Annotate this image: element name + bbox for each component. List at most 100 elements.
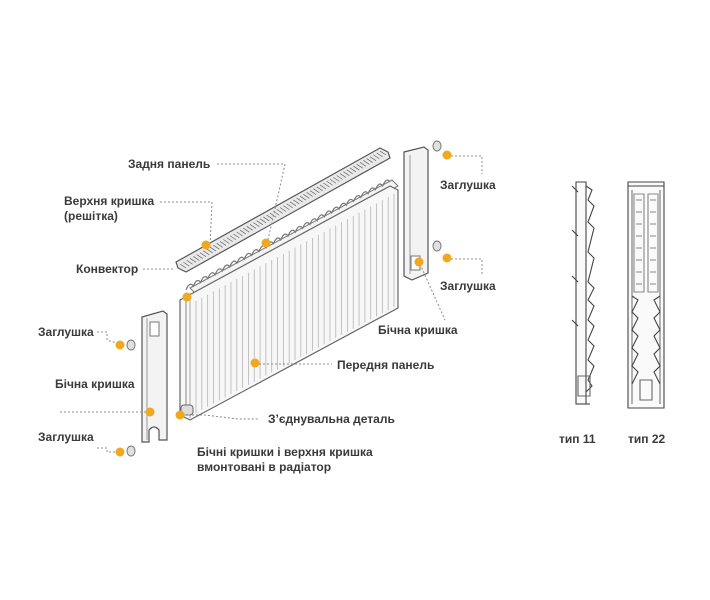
grille-slot: [256, 220, 263, 225]
grille-slot: [269, 212, 277, 218]
label-top-cover-line1: Верхня кришка: [64, 194, 155, 208]
convector-shape: [185, 179, 391, 291]
grille-slot: [226, 237, 233, 242]
grille-slot: [283, 205, 290, 210]
grille-slot: [299, 195, 307, 201]
marker-connector: [175, 410, 185, 420]
grille-slot: [366, 158, 373, 163]
grille-slot: [293, 199, 300, 205]
label-back-panel: Задня панель: [128, 157, 211, 171]
grille-slot: [289, 201, 297, 207]
grille-slot: [263, 216, 270, 222]
connector-shape: [180, 404, 194, 416]
marker-convector: [182, 292, 192, 302]
markers: [115, 150, 452, 457]
grille-slot: [323, 182, 330, 188]
grille-slot: [369, 156, 377, 161]
grille-slot: [236, 231, 243, 237]
label-type11: тип 11: [559, 432, 596, 446]
grille-slot: [349, 167, 357, 173]
label-plug-right-top: Заглушка: [440, 178, 496, 192]
side-cover-left-shape: [141, 310, 168, 443]
plug-right-top-shape: [432, 140, 442, 152]
marker-side-cover-left: [145, 407, 155, 417]
grille-slot: [333, 177, 340, 182]
grille-slot: [266, 214, 273, 220]
grille-slot: [179, 263, 187, 269]
marker-front-panel: [250, 358, 260, 368]
grille-slot: [319, 184, 327, 190]
grille-slot: [303, 194, 310, 199]
plug-left-bottom-shape: [126, 445, 136, 457]
front-panel-fins: [195, 194, 395, 413]
top-grille-shape: [175, 147, 391, 273]
grille-slot: [183, 261, 190, 267]
grille-slot: [249, 224, 257, 229]
grille-slot: [363, 160, 370, 165]
grille-slot: [246, 226, 253, 231]
marker-back-panel: [261, 238, 271, 248]
grille-slot: [219, 241, 227, 246]
grille-slot: [376, 152, 383, 158]
grille-slot: [199, 252, 207, 257]
grille-slot: [316, 186, 323, 192]
grille-slot: [203, 250, 210, 256]
grille-slot: [373, 154, 380, 160]
grille-slot: [329, 178, 337, 184]
grille-slot: [189, 258, 197, 263]
label-top-cover-line2: (решітка): [64, 209, 118, 223]
grille-slot: [243, 227, 250, 233]
grille-slot: [296, 197, 303, 203]
label-built-in-line1: Бічні кришки і верхня кришка: [197, 445, 373, 459]
grille-slot: [196, 254, 203, 259]
grille-slot: [229, 235, 237, 241]
grille-slot: [309, 190, 317, 195]
type11-section: [571, 181, 595, 405]
marker-plug-right-top: [442, 150, 452, 160]
plugs: [126, 140, 442, 457]
grille-slot: [356, 163, 363, 169]
type22-section: [627, 181, 665, 409]
label-convector: Конвектор: [76, 262, 139, 276]
label-front-panel: Передня панель: [337, 358, 435, 372]
radiator-body: [175, 147, 399, 421]
grille-slot: [253, 222, 260, 227]
label-top-cover: Верхня кришка (решітка): [64, 194, 154, 224]
grille-slot: [209, 246, 217, 252]
plug-right-bottom-shape: [432, 240, 442, 252]
grille-slot: [259, 218, 267, 224]
label-side-cover-right: Бічна кришка: [378, 323, 458, 337]
marker-plug-right-bottom: [442, 253, 452, 263]
grille-slot: [239, 229, 247, 235]
grille-slot: [279, 207, 287, 212]
label-built-in-line2: вмонтовані в радіатор: [197, 460, 332, 474]
leader-lines: [60, 155, 483, 453]
grille-slot: [216, 242, 223, 248]
plug-left-top-shape: [126, 339, 136, 351]
grille-slot: [359, 162, 367, 167]
grille-slot: [346, 169, 353, 175]
marker-side-cover-right: [414, 257, 424, 267]
grille-slot: [223, 239, 230, 244]
marker-top-cover: [201, 240, 211, 250]
grille-slot: [306, 192, 313, 197]
label-side-cover-left: Бічна кришка: [55, 377, 135, 391]
grille-slot: [326, 180, 333, 186]
grille-slot: [186, 259, 193, 265]
grille-slot: [206, 248, 213, 254]
grille-slot: [286, 203, 293, 209]
label-plug-left-top: Заглушка: [38, 325, 94, 339]
label-plug-left-bottom: Заглушка: [38, 430, 94, 444]
label-plug-right-bottom: Заглушка: [440, 279, 496, 293]
grille-slot: [213, 244, 220, 250]
marker-plug-left-bottom: [115, 447, 125, 457]
label-connector: З’єднувальна деталь: [268, 412, 395, 426]
label-built-in: Бічні кришки і верхня кришка вмонтовані …: [197, 445, 373, 475]
grille-slot: [379, 150, 387, 156]
label-type22: тип 22: [628, 432, 666, 446]
grille-slot: [336, 175, 343, 180]
grille-slot: [193, 256, 200, 261]
marker-plug-left-top: [115, 340, 125, 350]
grille-slot: [313, 188, 320, 193]
